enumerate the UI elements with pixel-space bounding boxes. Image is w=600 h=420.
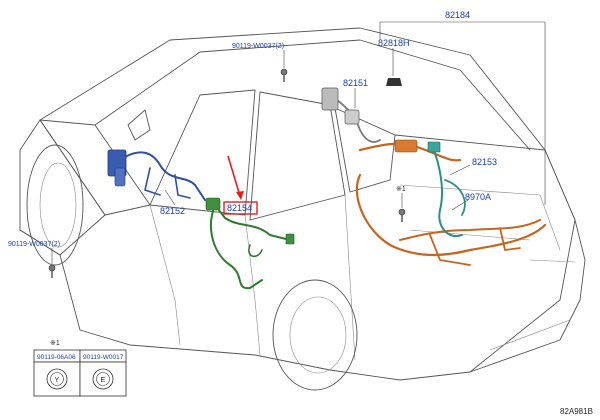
- callout-82153: 82153: [472, 157, 497, 167]
- note-mark-right: ※1: [396, 186, 406, 193]
- bolt-icon-right: [398, 208, 406, 222]
- harness-82153-teal: [427, 141, 466, 238]
- callout-labels: 82184 82818H 82151 82153 8970A 82152 821…: [8, 10, 497, 248]
- legend-symbol-2: E: [101, 377, 106, 384]
- callout-bolt-top: 90119-W0037(2): [232, 43, 284, 50]
- callout-82154: 82154: [227, 203, 252, 213]
- highlight-arrow: [223, 155, 258, 215]
- vehicle-body-outline: [19, 27, 586, 391]
- bolt-icon-left: [48, 264, 56, 278]
- harness-82151-grey: [321, 87, 381, 143]
- leader-lines: [51, 21, 546, 264]
- legend-symbol-1: Y: [55, 377, 60, 384]
- nut-y-icon: Y: [46, 368, 68, 390]
- legend-part-2: 90119-W0017: [83, 354, 124, 361]
- bolt-icon-top: [280, 68, 288, 82]
- harness-82154-green: [205, 197, 295, 290]
- diagram-code: 82A981B: [560, 407, 593, 416]
- harness-82184-orange: [355, 139, 547, 266]
- legend-part-1: 90119-06A06: [37, 354, 76, 361]
- callout-82184: 82184: [445, 10, 470, 20]
- callout-8970a: 8970A: [465, 192, 491, 202]
- callout-82152: 82152: [160, 206, 185, 216]
- callout-82818h: 82818H: [378, 38, 410, 48]
- legend-note-mark: ※1: [50, 340, 60, 347]
- harness-82152-blue: [107, 149, 206, 201]
- callout-82151: 82151: [343, 78, 368, 88]
- callout-bolt-left: 90119-W0037(2): [8, 241, 60, 248]
- nut-e-icon: E: [92, 368, 114, 390]
- fastener-legend: ※1 90119-06A06 90119-W0017 Y E: [33, 340, 127, 397]
- clip-82818h: [386, 78, 402, 86]
